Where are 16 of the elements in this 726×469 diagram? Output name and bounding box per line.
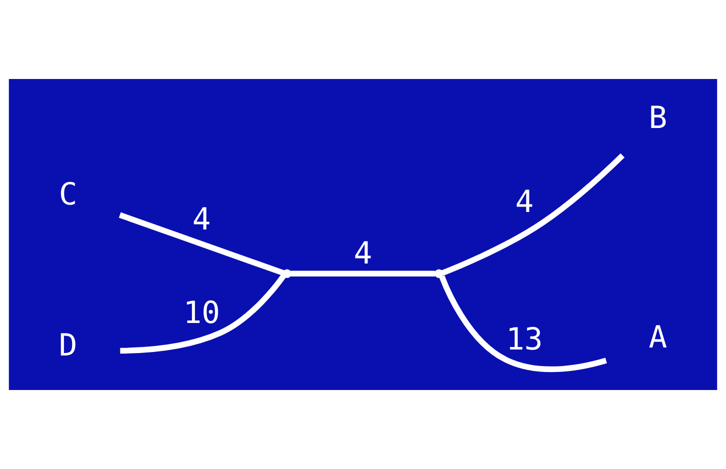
connector bbox=[290, 270, 436, 276]
edge-label: 4 bbox=[354, 236, 372, 272]
connector bbox=[441, 153, 625, 276]
node-text: A bbox=[648, 320, 668, 356]
connector bbox=[439, 275, 607, 372]
edge-label: 4 bbox=[515, 185, 534, 220]
edge-label: 13 bbox=[506, 322, 543, 358]
connector bbox=[120, 274, 286, 354]
node-point bbox=[282, 269, 292, 278]
node-point bbox=[434, 269, 444, 278]
edge-label: 4 bbox=[192, 202, 211, 238]
connector bbox=[118, 212, 284, 276]
node-text: C bbox=[58, 178, 78, 213]
node-text: B bbox=[648, 101, 668, 136]
node-text: D bbox=[58, 328, 78, 364]
edge-label: 10 bbox=[183, 296, 220, 331]
